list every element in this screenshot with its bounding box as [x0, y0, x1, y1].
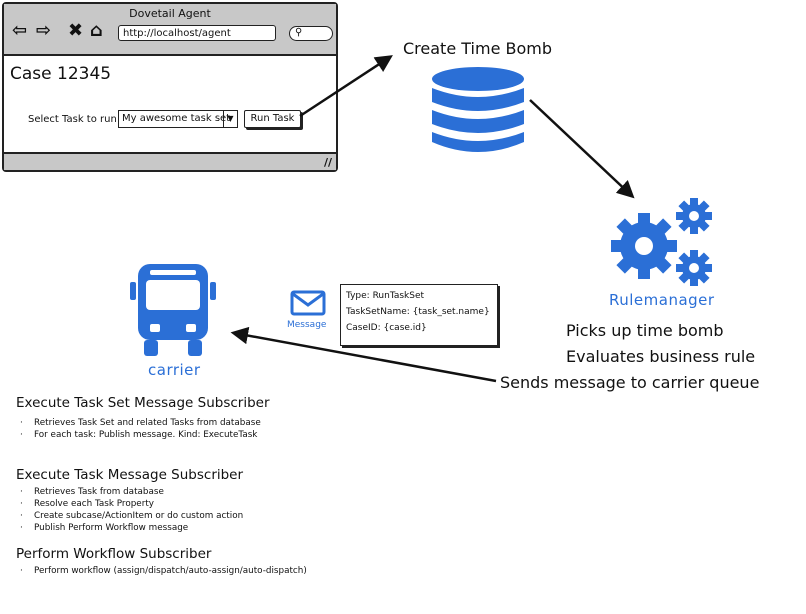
task-set-select[interactable]: My awesome task set ▼	[118, 110, 238, 128]
subscriber-item: Retrieves Task Set and related Tasks fro…	[16, 417, 416, 429]
run-task-button[interactable]: Run Task	[244, 110, 301, 128]
message-label: Message	[287, 320, 327, 330]
rulemanager-label: Rulemanager	[609, 291, 715, 309]
browser-toolbar: Dovetail Agent ⇦ ⇨ ✖ ⌂ http://localhost/…	[4, 4, 336, 56]
message-line: TaskSetName: {task_set.name}	[346, 307, 490, 317]
message-line: Type: RunTaskSet	[346, 291, 425, 301]
browser-title: Dovetail Agent	[129, 7, 211, 20]
subscriber-section: Execute Task Message Subscriber Retrieve…	[16, 467, 416, 534]
task-set-select-value: My awesome task set	[122, 113, 231, 124]
database-icon	[432, 67, 524, 152]
subscriber-title: Perform Workflow Subscriber	[16, 546, 212, 562]
search-icon: ⚲	[295, 27, 303, 38]
subscriber-section: Execute Task Set Message Subscriber Retr…	[16, 395, 416, 441]
subscriber-item: Perform workflow (assign/dispatch/auto-a…	[16, 565, 416, 577]
subscriber-section: Perform Workflow Subscriber Perform work…	[16, 546, 416, 577]
subscriber-title: Execute Task Set Message Subscriber	[16, 395, 270, 411]
rulemanager-step: Evaluates business rule	[566, 347, 756, 366]
subscriber-item: Create subcase/ActionItem or do custom a…	[16, 510, 416, 522]
resize-grip-icon[interactable]: //	[323, 156, 332, 169]
close-icon[interactable]: ✖	[68, 20, 84, 41]
forward-arrow-icon[interactable]: ⇨	[36, 20, 52, 41]
database-label: Create Time Bomb	[403, 39, 552, 58]
arrow-database-to-rulemanager	[529, 99, 635, 199]
home-icon[interactable]: ⌂	[90, 20, 103, 41]
message-box: Type: RunTaskSet TaskSetName: {task_set.…	[340, 284, 498, 346]
subscriber-title: Execute Task Message Subscriber	[16, 467, 244, 483]
browser-statusbar: //	[4, 152, 336, 170]
gears-icon	[611, 198, 712, 286]
search-field[interactable]: ⚲	[289, 26, 333, 41]
arrow-run-to-database	[299, 55, 393, 118]
subscriber-item: For each task: Publish message. Kind: Ex…	[16, 429, 416, 441]
subscriber-item: Resolve each Task Property	[16, 498, 416, 510]
carrier-label: carrier	[148, 361, 201, 379]
subscriber-item: Retrieves Task from database	[16, 486, 416, 498]
select-task-label: Select Task to run	[28, 114, 117, 125]
arrow-rulemanager-to-carrier	[230, 326, 497, 383]
url-bar[interactable]: http://localhost/agent	[118, 25, 276, 41]
back-arrow-icon[interactable]: ⇦	[12, 20, 28, 41]
rulemanager-step: Picks up time bomb	[566, 321, 724, 340]
rulemanager-step: Sends message to carrier queue	[500, 373, 760, 392]
bus-icon	[130, 264, 216, 356]
browser-window: Dovetail Agent ⇦ ⇨ ✖ ⌂ http://localhost/…	[2, 2, 338, 172]
envelope-icon	[290, 290, 326, 316]
message-line: CaseID: {case.id}	[346, 323, 427, 333]
chevron-down-icon[interactable]: ▼	[223, 111, 237, 127]
subscriber-item: Publish Perform Workflow message	[16, 522, 416, 534]
case-title: Case 12345	[10, 64, 112, 84]
